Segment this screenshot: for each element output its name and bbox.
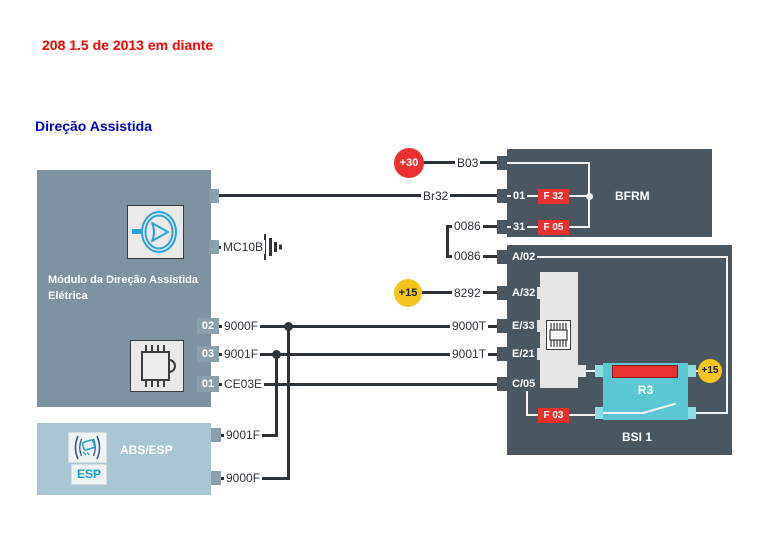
bfrm-wire-b03: [507, 162, 590, 164]
fuse-f32: F 32: [538, 189, 569, 204]
wire-9000: [217, 325, 497, 328]
bsi-pin-a32-label: A/32: [510, 286, 538, 300]
bsi-pin-e33: [497, 319, 507, 333]
wire-label-9000t: 9000T: [450, 319, 489, 333]
bfrm-pin-01-label: 01: [511, 189, 528, 203]
wire-label-9001f: 9001F: [222, 347, 261, 361]
steering-module-label-line2: Elétrica: [48, 290, 88, 302]
bsi-chip-icon: [546, 320, 571, 350]
wire-label-0086-top: 0086: [452, 219, 483, 233]
relay-tab-switch-right: [688, 407, 696, 419]
junction-dot-9001: [272, 350, 281, 359]
relay-tab-coil-left: [595, 365, 603, 377]
abs-module-label: ABS/ESP: [120, 443, 173, 457]
chip-icon-svg: [141, 345, 176, 387]
bsi-pin-c05: [497, 377, 507, 391]
chip-icon: [130, 340, 184, 392]
wire-label-9001t: 9001T: [450, 347, 489, 361]
relay-switch-line: [603, 412, 645, 414]
junction-dot-9000: [284, 322, 293, 331]
relay-tab-coil-right: [688, 365, 696, 377]
wire-9000-vertical: [287, 325, 290, 480]
esp-icon-svg: [74, 435, 101, 460]
wire-label-abs-9001f: 9001F: [224, 428, 263, 442]
fuse-f05: F 05: [538, 220, 569, 235]
abs-module-box: [37, 423, 211, 495]
bfrm-pin-01: [497, 189, 507, 203]
relay-tab-switch-left: [595, 407, 603, 419]
plus30-supply: +30: [394, 148, 424, 178]
bsi-title: BSI 1: [622, 430, 653, 444]
bsi-pin-a02-label: A/02: [510, 250, 538, 264]
plus15-bsi-supply: +15: [698, 359, 722, 383]
wire-0086-vertical: [446, 225, 449, 258]
bsi-wire-switch-right: [694, 412, 728, 414]
steering-pin-mc10b: [209, 240, 219, 254]
wire-9001-vertical: [275, 353, 278, 437]
relay-r3-label: R3: [637, 383, 654, 397]
abs-pin-9001f: [211, 428, 221, 442]
steering-pin-br32: [209, 189, 219, 203]
bsi-pin-e21-label: E/21: [510, 347, 537, 361]
motor-icon-svg: [132, 211, 177, 253]
bsi-internal-tab-out: [578, 365, 586, 377]
wire-9001: [217, 353, 497, 356]
ground-icon: [263, 234, 289, 265]
esp-badge: ESP: [71, 464, 107, 485]
wire-label-0086-bottom: 0086: [452, 249, 483, 263]
bsi-wire-c05-f03: [526, 414, 538, 416]
steering-module-label-line1: Módulo da Direção Assistida: [48, 274, 198, 286]
wire-label-b03: B03: [455, 156, 481, 170]
bfrm-wire-f05-out: [569, 226, 590, 228]
bsi-chip-icon-svg: [549, 323, 568, 347]
plus15-supply: +15: [394, 279, 422, 307]
wire-label-mc10b: MC10B: [221, 240, 266, 254]
bfrm-junction-dot: [586, 193, 593, 200]
wire-label-9000f: 9000F: [222, 319, 261, 333]
page-title: 208 1.5 de 2013 em diante: [42, 37, 214, 53]
steering-module-label: Módulo da Direção Assistida Elétrica: [48, 272, 203, 304]
wire-br32: [217, 194, 497, 197]
wire-label-br32: Br32: [421, 189, 451, 203]
bsi-pin-a02: [497, 250, 507, 264]
wire-ce03e: [217, 383, 497, 386]
bfrm-pin-31-label: 31: [511, 220, 528, 234]
fuse-f03: F 03: [538, 408, 569, 423]
wire-label-ce03e: CE03E: [222, 377, 265, 391]
motor-icon: [127, 205, 184, 259]
bsi-wire-right-vertical: [726, 256, 728, 414]
bfrm-pin-b03: [497, 156, 507, 170]
bsi-wire-f03-relay: [569, 414, 603, 416]
bsi-pin-a32: [497, 286, 507, 300]
wire-label-8292: 8292: [452, 286, 483, 300]
ground-icon-svg: [264, 234, 282, 260]
bsi-pin-e33-label: E/33: [510, 319, 537, 333]
steering-pin-02: 02: [197, 318, 219, 334]
abs-pin-9000f: [211, 471, 221, 485]
bsi-pin-e21: [497, 347, 507, 361]
diagram-subtitle: Direção Assistida: [35, 118, 152, 134]
bsi-pin-c05-label: C/05: [510, 377, 538, 391]
bfrm-pin-31: [497, 220, 507, 234]
wire-label-abs-9000f: 9000F: [224, 471, 263, 485]
bsi-wire-a02: [530, 256, 728, 258]
relay-coil-bar: [612, 365, 678, 378]
steering-pin-01: 01: [197, 376, 219, 392]
esp-icon: [68, 432, 107, 463]
steering-pin-03: 03: [197, 346, 219, 362]
bfrm-wire-f32-out: [569, 195, 590, 197]
bsi-wire-c05-vertical: [526, 390, 528, 416]
bfrm-title: BFRM: [615, 189, 650, 203]
